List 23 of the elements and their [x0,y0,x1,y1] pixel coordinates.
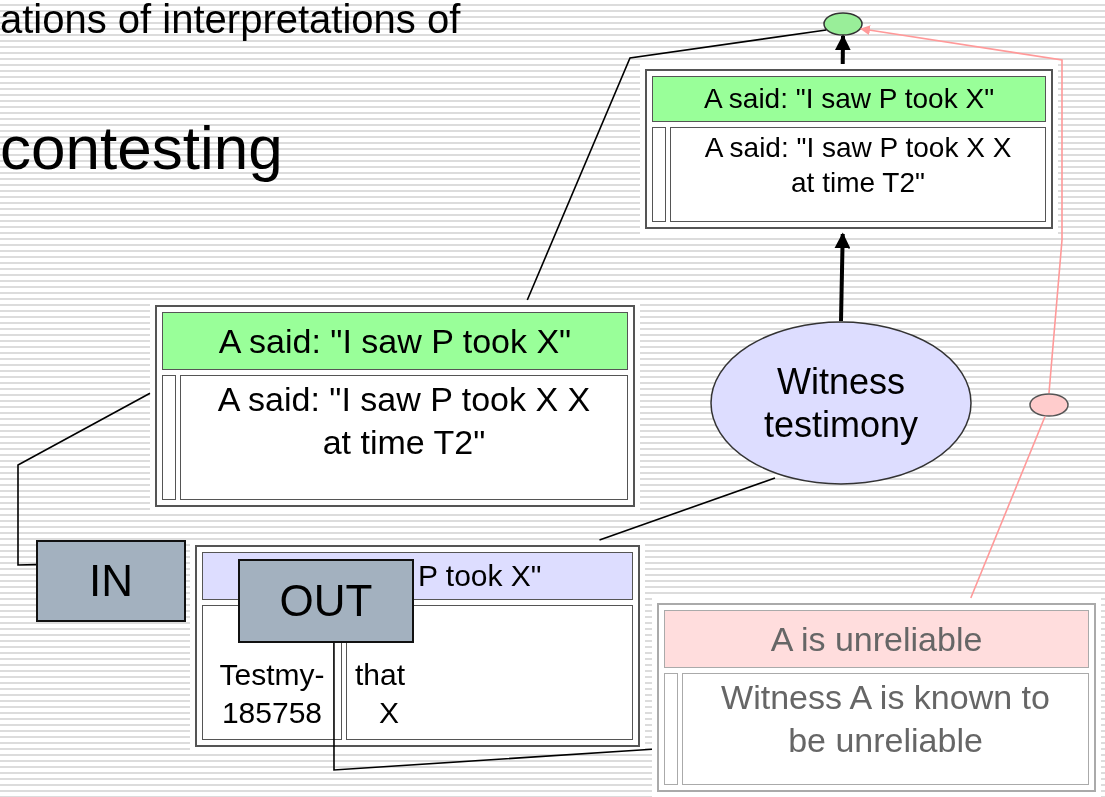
status-label: OUT [238,559,414,643]
card-body-text: that [355,657,406,693]
card-body-text: A said: "I saw P took X X at time T2" [180,375,628,500]
card-body-text: X [379,694,399,731]
arrow [834,34,851,65]
card-title: A is unreliable [664,610,1089,668]
connector-line [970,415,1046,599]
connector-line [598,477,776,541]
slide-body-text: contesting [0,112,283,184]
leader-line [333,642,653,771]
node-text: Witness testimony [762,359,919,447]
arrow [860,25,1063,394]
node-ellipse [1029,393,1069,417]
card-title: A said: "I saw P took X" [652,76,1046,122]
leader-line [17,392,151,566]
card-body-text: A said: "I saw P took X X at time T2" [670,127,1046,222]
status-label: IN [36,540,186,622]
arrow [834,232,851,322]
connector-line [526,29,827,301]
node-ellipse [823,12,863,36]
slide-heading-text: ations of interpretations of [0,0,461,42]
card-body-text: Witness A is known to be unreliable [682,673,1089,785]
card-title: A said: "I saw P took X" [162,312,628,370]
